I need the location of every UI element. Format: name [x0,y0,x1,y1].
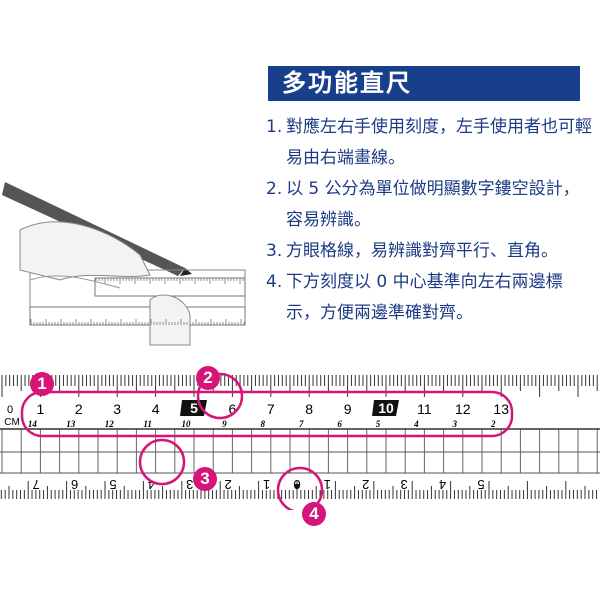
reverse-cm-number: 14 [28,419,38,429]
cm-number: 8 [305,401,313,417]
reverse-cm-number: 13 [66,419,76,429]
feature-item: 4.下方刻度以 0 中心基準向左右兩邊標示，方便兩邊準確對齊。 [266,267,596,329]
bottom-left-number: 4 [148,477,155,492]
callout-badge-1: 1 [30,372,54,396]
hand-icon [19,221,151,281]
feature-number: 4. [266,272,283,292]
feature-text: 方眼格線，易辨識對齊平行、直角。 [286,241,558,261]
cm-number: 9 [344,401,352,417]
feature-item: 1.對應左右手使用刻度，左手使用者也可輕易由右端畫線。 [266,112,596,174]
bottom-left-number: 7 [33,477,40,492]
callout-1-outline [20,390,514,438]
reverse-cm-number: 12 [105,419,115,429]
callout-2-outline [196,372,244,420]
feature-text: 對應左右手使用刻度，左手使用者也可輕易由右端畫線。 [286,117,592,168]
feature-number: 2. [266,179,283,199]
hand-drawing-illustration [0,170,250,350]
center-arrow-icon [294,484,300,490]
feature-number: 1. [266,117,283,137]
feature-text: 下方刻度以 0 中心基準向左右兩邊標示，方便兩邊準確對齊。 [286,272,563,323]
reverse-cm-number: 7 [299,419,304,429]
bottom-left-number: 6 [71,477,78,492]
callout-badge-2: 2 [196,366,220,390]
feature-text: 以 5 公分為單位做明顯數字鏤空設計，容易辨識。 [286,179,580,230]
callout-badge-3: 3 [193,467,217,491]
cm-number: 12 [455,401,471,417]
cm-number: 7 [267,401,275,417]
bottom-left-number: 2 [225,477,232,492]
reverse-cm-number: 11 [143,419,152,429]
reverse-cm-number: 8 [261,419,266,429]
bottom-right-number: 2 [362,477,369,492]
bottom-left-number: 3 [186,477,193,492]
bottom-right-number: 4 [439,477,446,492]
reverse-cm-number: 6 [337,419,342,429]
cm-number: 6 [229,401,237,417]
feature-list: 1.對應左右手使用刻度，左手使用者也可輕易由右端畫線。 2.以 5 公分為單位做… [266,112,596,329]
reverse-cm-number: 4 [413,419,419,429]
bottom-right-number: 3 [401,477,408,492]
feature-item: 2.以 5 公分為單位做明顯數字鏤空設計，容易辨識。 [266,174,596,236]
bottom-right-number: 1 [324,477,331,492]
bottom-left-number: 1 [263,477,270,492]
title-bar: 多功能直尺 [268,66,580,101]
reverse-cm-number: 5 [376,419,381,429]
unit-label: CM [4,417,20,428]
cm-number: 3 [113,401,121,417]
cm-number: 1 [37,401,45,417]
reverse-cm-number: 3 [452,419,458,429]
cm-number: 2 [75,401,83,417]
reverse-cm-number: 10 [182,419,192,429]
callout-3-outline [138,438,186,486]
reverse-cm-number: 2 [490,419,496,429]
feature-number: 3. [266,241,283,261]
reverse-cm-number: 9 [222,419,227,429]
callout-badge-4: 4 [302,502,326,526]
cm-number: 11 [417,401,432,417]
cm-number-highlighted: 10 [378,400,394,416]
cm-number: 4 [152,401,160,417]
bottom-right-number: 5 [477,477,484,492]
highlight-number-box [372,400,399,416]
feature-item: 3.方眼格線，易辨識對齊平行、直角。 [266,236,596,267]
cm-number: 13 [493,401,509,417]
callout-4-outline [276,466,324,510]
bottom-left-number: 5 [109,477,116,492]
zero-label: 0 [7,404,13,416]
cm-number-highlighted: 5 [190,400,198,416]
